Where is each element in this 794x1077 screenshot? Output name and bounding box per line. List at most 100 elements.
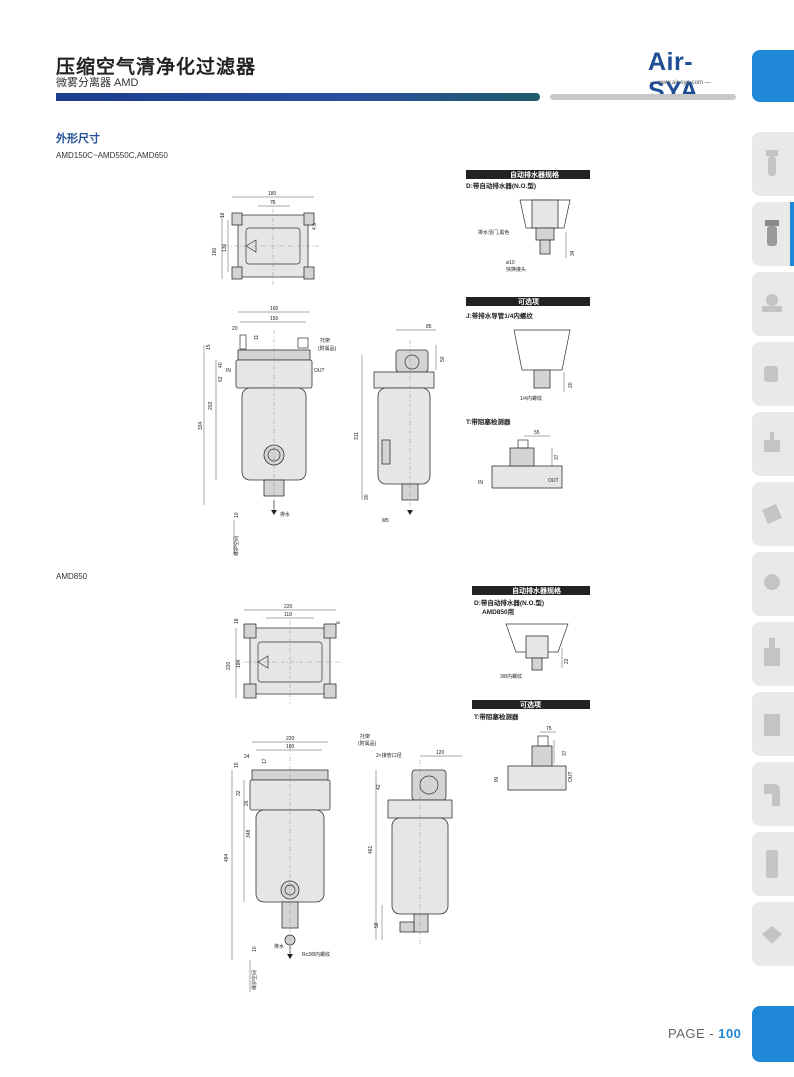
g1-side-view	[361, 329, 437, 515]
m5-label: M5	[382, 518, 389, 524]
drain-icon	[764, 366, 778, 382]
dim-label: 76	[270, 200, 276, 206]
maintenance-label: 维护空间	[251, 970, 258, 990]
g2-auto-drain	[505, 623, 569, 671]
category-tab-dryer[interactable]	[752, 692, 794, 756]
g1-top-view	[221, 196, 320, 286]
dim-label: 24	[244, 754, 250, 760]
spec-header-bar	[472, 586, 590, 595]
dim-label: 15	[206, 344, 212, 350]
dim-label: 311	[354, 432, 360, 440]
model-label-group1: AMD150C~AMD550C,AMD650	[56, 151, 168, 160]
regulator-icon	[764, 574, 780, 590]
dim-label: 10	[234, 512, 240, 518]
dim-label: 4.5	[312, 223, 318, 230]
category-tab-mist-separator[interactable]	[752, 202, 794, 266]
page-prefix: PAGE -	[668, 1026, 719, 1041]
options-header: 可选项	[520, 700, 541, 709]
maintenance-label: 维护空间	[233, 536, 240, 556]
t-out-label: OUT	[548, 478, 559, 484]
g2-option-t-drawing	[507, 731, 567, 791]
category-tab-valve[interactable]	[752, 272, 794, 336]
brand-logo: Air-SYA — www.air-sya.com —	[640, 46, 740, 105]
bracket-label: 托架	[360, 733, 370, 740]
options-header: 可选项	[518, 297, 539, 306]
page-number: PAGE - 100	[668, 1026, 741, 1041]
dim-label: 75	[546, 726, 552, 732]
spec-desc: D:带自动排水器(N.O.型)	[474, 598, 544, 607]
dim-label: 32	[236, 790, 242, 796]
dim-label: 22	[564, 658, 570, 664]
dim-label: 12	[220, 212, 226, 218]
category-tab-accessory[interactable]	[752, 902, 794, 966]
options-header-bar	[472, 700, 590, 709]
spec-header-bar	[466, 170, 590, 179]
dim-label: 30	[364, 494, 370, 500]
fitting-icon	[762, 504, 782, 524]
t-in-label: IN	[494, 777, 500, 782]
dim-label: 18	[234, 618, 240, 624]
dim-label: 11	[254, 335, 260, 340]
dim-label: 55	[534, 430, 540, 436]
category-tab-element[interactable]	[752, 832, 794, 896]
dim-label: 85	[426, 324, 432, 330]
g2-front-view	[231, 741, 331, 992]
dim-label: 58	[374, 922, 380, 928]
spec-header: 自动排水器规格	[510, 170, 560, 179]
g1-auto-drain	[519, 199, 571, 258]
rc-label: Rc3/8内螺纹	[302, 951, 330, 958]
dim-label: 37	[554, 454, 560, 460]
dim-label: 348	[246, 829, 252, 838]
option-t: T:带阻塞检测器	[474, 712, 519, 721]
g1-front-view	[203, 311, 313, 555]
dim-label: 34	[570, 250, 576, 256]
dim-label: 20	[568, 382, 574, 388]
category-tab-filter[interactable]	[752, 132, 794, 196]
spec-label: 排水活门,黑色	[478, 229, 509, 236]
category-tab-elbow[interactable]	[752, 762, 794, 826]
page-subtitle: 微雾分离器 AMD	[56, 77, 139, 89]
g1-option-t-drawing	[491, 435, 563, 489]
page-title: 压缩空气清净化过滤器	[56, 57, 257, 78]
dim-label: 150	[270, 316, 279, 322]
dim-label: 160	[270, 306, 279, 312]
dim-label: 220	[286, 736, 295, 742]
spec-label: ø10	[506, 260, 515, 266]
spec-desc: AMD850用	[482, 608, 514, 616]
t-in-label: IN	[478, 480, 483, 486]
accessory-icon	[762, 926, 782, 944]
header-bar-blue	[56, 93, 540, 101]
dim-label: 334	[198, 421, 204, 430]
option-j: J:带排水导管1/4内螺纹	[466, 311, 533, 320]
dim-label: 62	[218, 376, 224, 382]
logo-text: Air-SYA	[648, 48, 699, 105]
ports-label: 2×接管口径	[376, 752, 402, 759]
section-title: 外形尺寸	[56, 133, 100, 145]
dim-label: 37	[562, 750, 568, 756]
dim-label: 110	[284, 612, 292, 618]
logo-url: — www.air-sya.com —	[650, 80, 711, 86]
dim-label: 136	[222, 243, 228, 252]
corner-tab-top	[752, 50, 794, 102]
category-tab-fitting[interactable]	[752, 482, 794, 546]
spec-desc: D:带自动排水器(N.O.型)	[466, 181, 536, 190]
dim-label: 50	[440, 356, 446, 362]
category-tab-lubricator[interactable]	[752, 622, 794, 686]
model-label-group2: AMD850	[56, 572, 88, 581]
dim-label: 180	[212, 247, 218, 256]
corner-tab-bottom	[752, 1006, 794, 1062]
option-t: T:带阻塞检测器	[466, 417, 511, 426]
dim-label: 10	[252, 946, 258, 952]
spec-label: 快换接头	[506, 266, 526, 273]
dim-label: 461	[368, 845, 374, 854]
category-tab-regulator[interactable]	[752, 552, 794, 616]
dim-label: 180	[286, 744, 295, 750]
dim-label: 15	[234, 762, 240, 768]
dim-label: 40	[218, 362, 224, 368]
dim-label: 6	[336, 621, 342, 624]
bracket-label: 托架	[320, 337, 330, 344]
category-tab-drain[interactable]	[752, 342, 794, 406]
t-out-label: OUT	[568, 771, 574, 782]
category-tab-pump[interactable]	[752, 412, 794, 476]
